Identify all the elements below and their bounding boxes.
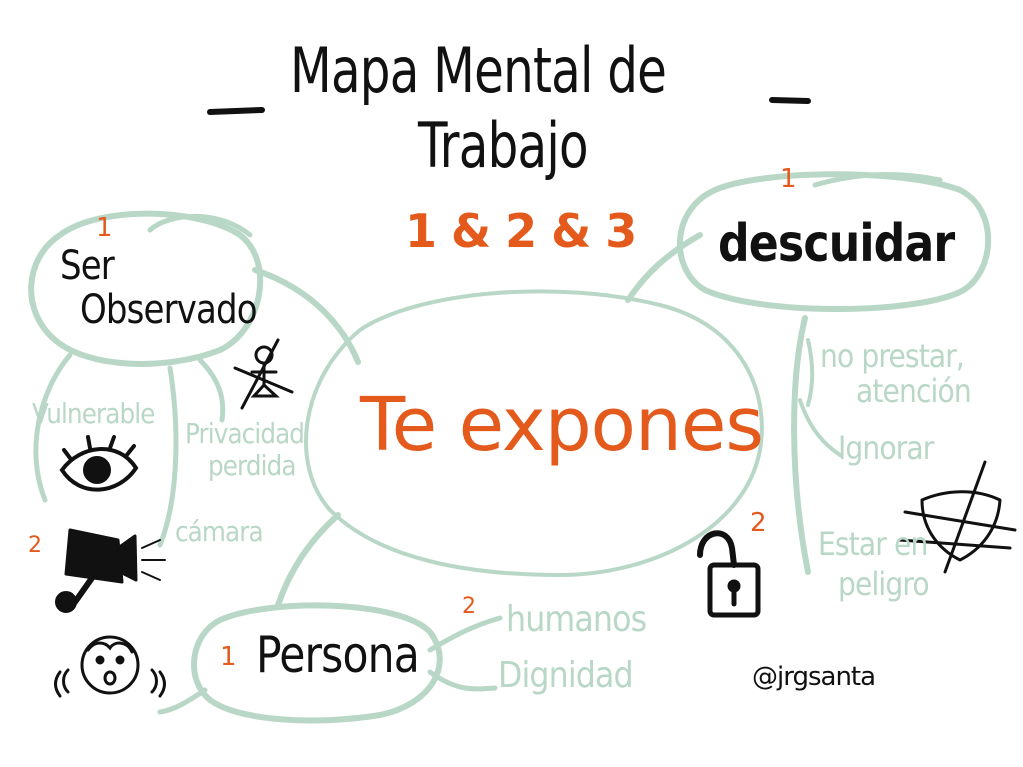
- branch-camara: [157, 365, 179, 548]
- branch-vulnerable: [33, 352, 73, 503]
- branch-label-privacidad-line1: Privacidad: [185, 417, 305, 450]
- center-label: Te expones: [360, 382, 764, 468]
- map-title-numbers: 1 & 2 & 3: [405, 204, 637, 258]
- branch-label-camara: cámara: [175, 515, 264, 548]
- peligro-number: 2: [750, 508, 767, 538]
- branch-label-no-prestar-line2: atención: [856, 372, 972, 410]
- branch-label-ignorar: Ignorar: [838, 429, 934, 467]
- descuidar-number: 1: [780, 164, 797, 194]
- ser-observado-number: 1: [96, 213, 113, 243]
- branch-label-privacidad-line2: perdida: [208, 449, 296, 482]
- branch-label-humanos: humanos: [506, 599, 647, 640]
- connector-center-ser-observado: [252, 267, 361, 365]
- branch-humanos: [427, 615, 503, 653]
- eye-icon: [59, 435, 139, 492]
- branch-descuidar-top: [812, 172, 943, 188]
- branch-label-vulnerable: Vulnerable: [32, 397, 155, 430]
- branch-label-no-prestar-line1: no prestar,: [820, 337, 965, 375]
- connector-center-descuidar: [625, 232, 703, 303]
- branch-no-prestar: [806, 338, 815, 407]
- branch-ignorar: [798, 398, 842, 457]
- camara-number: 2: [28, 533, 42, 558]
- persona-label: Persona: [256, 626, 420, 684]
- crossed-shield-icon: [898, 460, 1017, 574]
- persona-bubble: [191, 602, 443, 724]
- center-bubble: [304, 289, 764, 577]
- branch-descuidar-main: [791, 315, 811, 575]
- descuidar-label: descuidar: [718, 214, 955, 274]
- branch-dignidad: [427, 669, 498, 692]
- camera-icon: [55, 528, 166, 613]
- open-padlock-icon: [697, 530, 761, 618]
- ser-observado-line1: Ser: [60, 243, 115, 289]
- title-dash-left: [207, 107, 265, 115]
- branch-persona-left: [157, 687, 208, 715]
- ser-observado-line2: Observado: [80, 287, 258, 333]
- connector-center-persona: [275, 512, 341, 608]
- branch-label-dignidad: Dignidad: [498, 655, 634, 696]
- ser-observado-bubble: [28, 210, 264, 367]
- author-credit: @jrgsanta: [752, 662, 876, 692]
- branch-label-peligro-line2: peligro: [838, 565, 930, 603]
- worried-face-icon: [54, 635, 166, 698]
- map-title-line2: Trabajo: [418, 109, 589, 182]
- map-title-line1: Mapa Mental de: [290, 34, 667, 107]
- persona-branch-number: 2: [462, 594, 476, 619]
- branch-label-peligro-line1: Estar en: [818, 525, 928, 563]
- title-dash-right: [769, 97, 811, 104]
- crossed-person-icon: [233, 338, 294, 410]
- branch-ser-observado-up: [147, 213, 253, 238]
- persona-number: 1: [220, 642, 237, 672]
- branch-privacidad: [197, 357, 226, 423]
